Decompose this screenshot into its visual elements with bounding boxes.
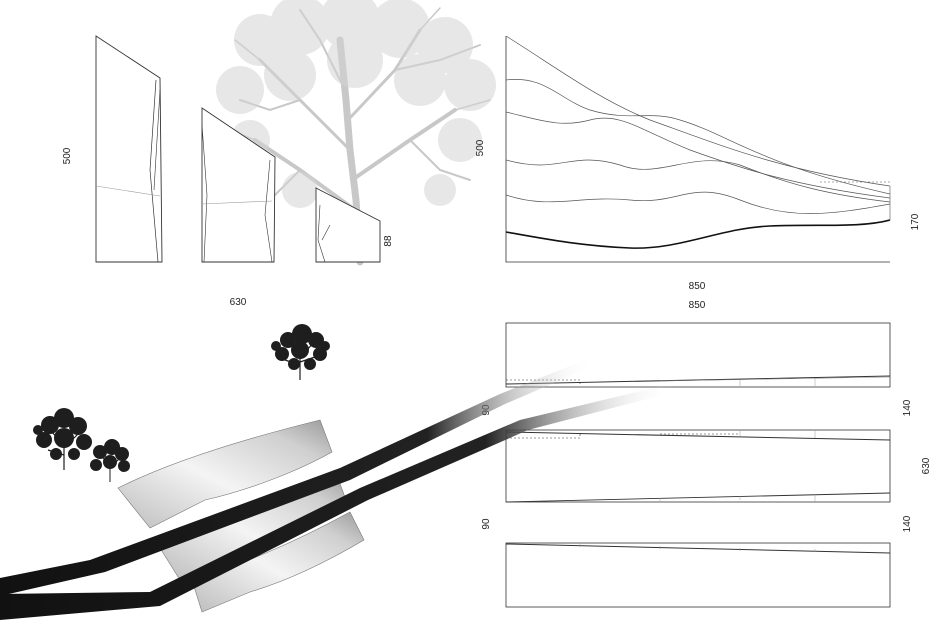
section-profile-ground xyxy=(505,219,891,249)
plan-width-label: 850 xyxy=(689,300,706,311)
ramp-inner xyxy=(0,384,674,620)
rendered-panel-upper xyxy=(117,419,333,529)
elevation-panel-medium xyxy=(201,107,276,263)
dark-tree-top xyxy=(271,324,330,380)
dark-tree-small xyxy=(90,439,130,482)
section-profile-end xyxy=(820,181,891,220)
small-panel-height-label: 88 xyxy=(383,235,394,247)
plan-strip-middle xyxy=(505,429,891,503)
profile-height-label: 500 xyxy=(475,139,486,156)
plan-left-lower-label: 90 xyxy=(481,518,492,530)
elevation-panel-small xyxy=(315,187,381,263)
profile-width-label: 850 xyxy=(689,281,706,292)
ramp-outer xyxy=(0,358,594,596)
plan-right-lower-label: 140 xyxy=(902,515,913,532)
plan-strip-top xyxy=(505,322,891,388)
elevations-height-label: 500 xyxy=(62,147,73,164)
plan-right-upper-label: 140 xyxy=(902,399,913,416)
background-tree-canopy xyxy=(216,0,496,208)
elevation-panel-large xyxy=(95,35,163,263)
elevations-width-label: 630 xyxy=(230,297,247,308)
plan-strip-bottom xyxy=(505,542,891,608)
plan-depth-label: 630 xyxy=(921,457,932,474)
section-profile-curves xyxy=(505,35,891,214)
section-profile-frame xyxy=(505,36,890,263)
dark-tree-left xyxy=(33,408,92,470)
profile-right-label: 170 xyxy=(910,213,921,230)
